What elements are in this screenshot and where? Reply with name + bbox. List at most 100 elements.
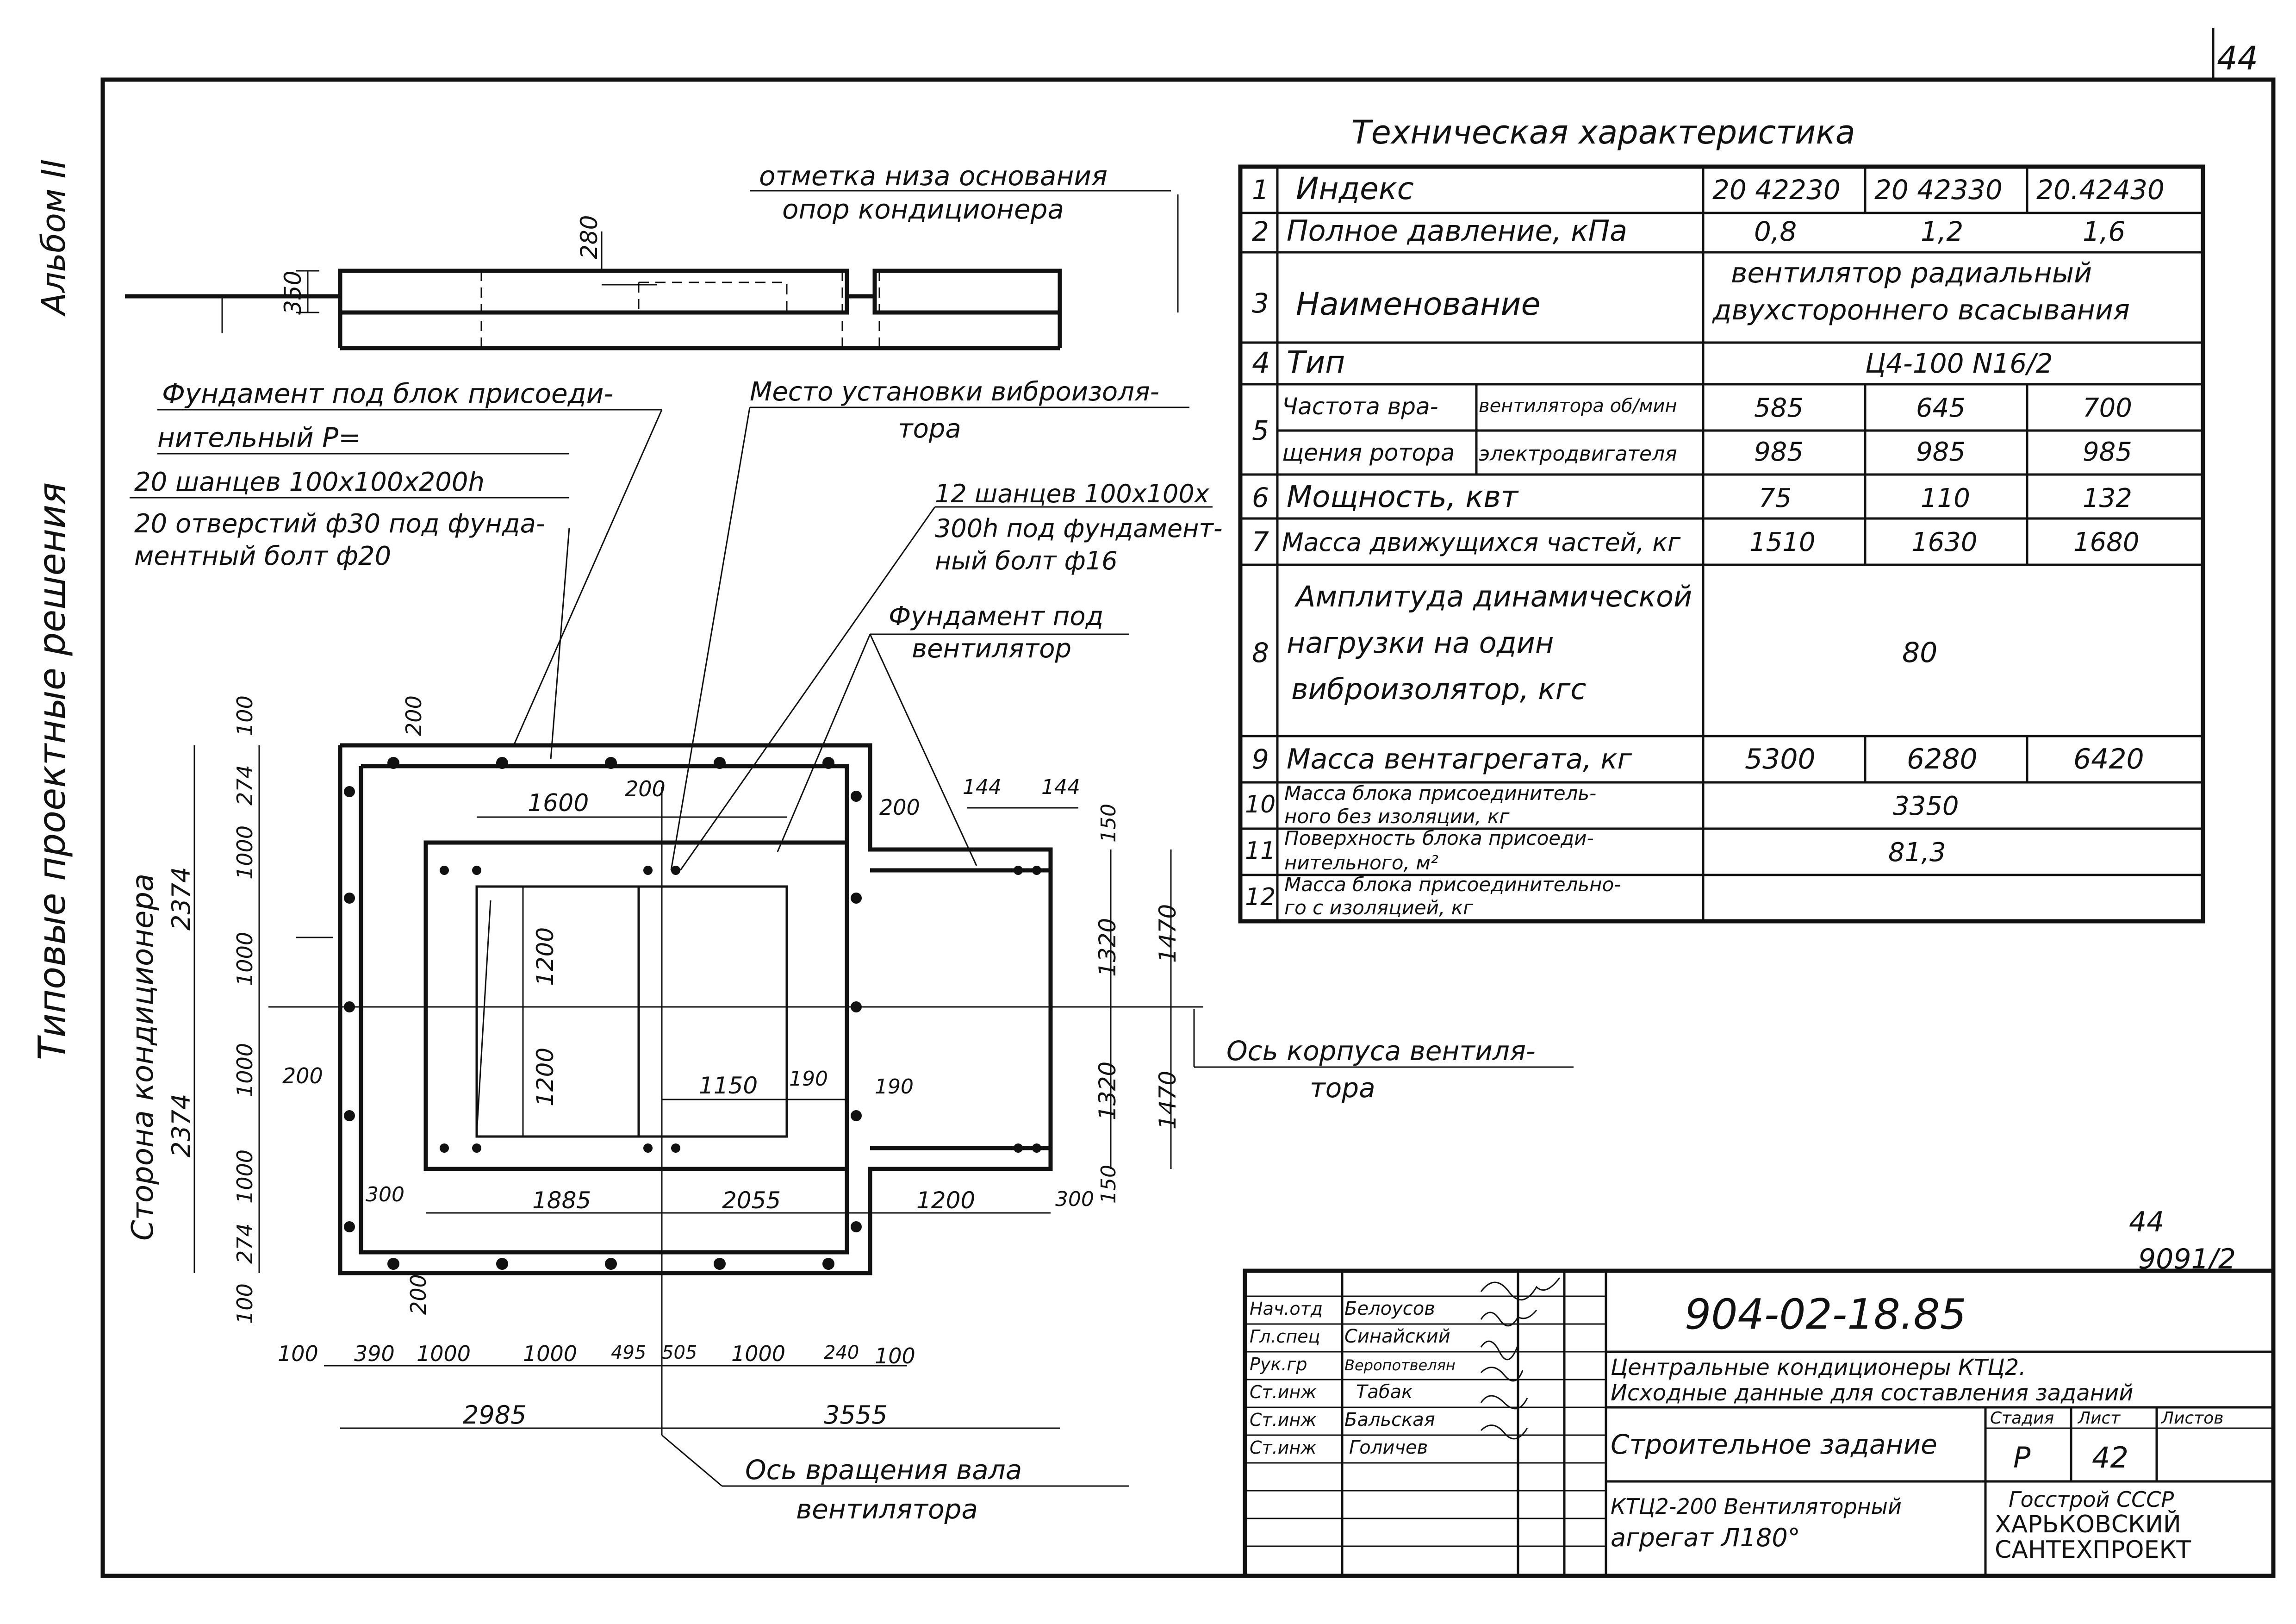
row1-v2: 20 42330 [1874, 174, 2003, 206]
callout-leaders [157, 406, 1574, 1487]
row9-label: Масса вентагрегата, кг [1287, 743, 1632, 775]
row5-v5: 985 [1916, 437, 1966, 467]
ref-num: 44 [2129, 1206, 2164, 1238]
dim-100-bottom: 100 [232, 1283, 257, 1324]
person-2-name: Синайский [1344, 1326, 1450, 1347]
dim-1150: 1150 [699, 1072, 758, 1099]
row7-num: 7 [1252, 526, 1269, 557]
person-3-name: Веропотвелян [1344, 1356, 1456, 1374]
sheet-frame [100, 77, 2276, 1578]
person-1-name: Белоусов [1344, 1298, 1435, 1319]
dim-1600: 1600 [528, 789, 589, 817]
row9-v2: 6280 [1907, 743, 1978, 775]
shaft-axis-label-2: вентилятора [796, 1493, 978, 1525]
dim-1000-c: 1000 [232, 1043, 257, 1097]
row8-num: 8 [1252, 637, 1269, 668]
row3-merged-2: двухстороннего всасывания [1712, 294, 2130, 326]
dim-144-a: 144 [963, 775, 1002, 799]
base-mark-label-2: опор кондиционера [782, 194, 1064, 225]
row11-num: 11 [1245, 837, 1276, 865]
stamp-task: Строительное задание [1611, 1429, 1937, 1460]
row7-v3: 1680 [2073, 527, 2140, 557]
row5-v4: 985 [1754, 437, 1804, 467]
stamp-code: 904-02-18.85 [1685, 1290, 1966, 1339]
album-label: Альбом II [35, 159, 73, 317]
row2-v1: 0,8 [1754, 216, 1797, 247]
vibro-place-label-2: тора [898, 414, 961, 444]
row12-label: Масса блока присоединительно- [1284, 873, 1621, 896]
person-5-name: Бальская [1344, 1409, 1435, 1430]
row11-label: Поверхность блока присоеди- [1284, 827, 1594, 849]
row12-label-2: го с изоляцией, кг [1284, 896, 1474, 919]
row10-merged: 3350 [1893, 791, 1959, 821]
title-block-grid [1243, 1268, 2276, 1578]
row7-label: Масса движущихся частей, кг [1282, 528, 1681, 557]
dim-200-right: 200 [879, 795, 920, 820]
stamp-sheets-header: Листов [2160, 1409, 2223, 1428]
tech-title: Техническая характеристика [1351, 113, 1855, 151]
dim-1320-top: 1320 [1094, 918, 1121, 977]
stamp-product-2: агрегат Л180° [1611, 1523, 1800, 1552]
row2-label: Полное давление, кПа [1287, 214, 1627, 248]
dim-100-row-a: 100 [278, 1341, 318, 1366]
side-cond-label: Сторона кондиционера [126, 874, 160, 1241]
row1-v3: 20.42430 [2036, 174, 2165, 206]
dim-144-b: 144 [1041, 775, 1080, 799]
sheet-number: 44 [2217, 39, 2258, 77]
dim-274-top: 274 [232, 765, 257, 806]
dim-390: 390 [354, 1341, 395, 1366]
dim-2985: 2985 [463, 1400, 526, 1430]
row6-num: 6 [1252, 482, 1269, 513]
dim-495: 495 [611, 1342, 646, 1363]
dim-3555: 3555 [824, 1400, 887, 1430]
stamp-desc-2: Исходные данные для составления заданий [1611, 1380, 2133, 1406]
niches-20-label: 20 шанцев 100х100х200h [134, 467, 485, 497]
row6-v3: 132 [2083, 483, 2132, 513]
row8-label-2: нагрузки на один [1287, 626, 1554, 660]
foundation-plan [268, 743, 1203, 1435]
row5-label-2: щения ротора [1282, 439, 1455, 466]
dim-150-top: 150 [1097, 804, 1120, 843]
found-block-label: Фундамент под блок присоеди- [162, 378, 613, 409]
row5-v1: 585 [1754, 393, 1804, 423]
vibro-place-label: Место установки виброизоля- [750, 377, 1159, 407]
row5-v3: 700 [2083, 393, 2132, 423]
dim-280: 280 [576, 215, 603, 259]
found-block-label-2: нительный P= [157, 422, 361, 453]
dim-505: 505 [662, 1342, 697, 1363]
row11-merged: 81,3 [1888, 837, 1946, 868]
row1-num: 1 [1252, 174, 1269, 206]
found-fan-label-2: вентилятор [912, 634, 1071, 664]
dim-274-bottom: 274 [232, 1223, 257, 1264]
stamp-org-1: Госстрой СССР [2009, 1487, 2174, 1512]
dim-1200-h: 1200 [916, 1187, 975, 1214]
dim-1200-b: 1200 [532, 1048, 559, 1106]
row5-num: 5 [1252, 415, 1269, 446]
plan-dimension-lines [193, 745, 1172, 1429]
row8-label: Амплитуда динамической [1294, 580, 1692, 613]
dim-1470-bottom: 1470 [1154, 1071, 1181, 1130]
dim-1885: 1885 [532, 1187, 591, 1214]
row12-num: 12 [1245, 883, 1276, 911]
dim-1470-top: 1470 [1154, 904, 1181, 963]
base-section [125, 194, 1179, 352]
niches-12-label-3: ный болт ф16 [935, 546, 1118, 575]
dim-1320-bottom: 1320 [1094, 1062, 1121, 1120]
fan-axis-label-2: тора [1310, 1072, 1375, 1104]
row7-v1: 1510 [1749, 527, 1816, 557]
row11-label-2: нительного, м² [1284, 851, 1438, 874]
row9-v1: 5300 [1745, 743, 1816, 775]
stamp-sheet-header: Лист [2077, 1409, 2121, 1428]
dim-190-a: 190 [789, 1067, 828, 1091]
person-2-role: Гл.спец [1250, 1326, 1320, 1347]
row5-v6: 985 [2083, 437, 2132, 467]
row5-sub1: вентилятора об/мин [1479, 395, 1677, 417]
person-5-role: Ст.инж [1250, 1410, 1317, 1430]
dim-1000-row-c: 1000 [731, 1341, 785, 1366]
row9-v3: 6420 [2073, 743, 2144, 775]
dim-2374-top: 2374 [167, 867, 196, 931]
stamp-sheet: 42 [2092, 1441, 2128, 1474]
dim-200-top: 200 [401, 695, 426, 736]
row2-num: 2 [1252, 216, 1269, 247]
